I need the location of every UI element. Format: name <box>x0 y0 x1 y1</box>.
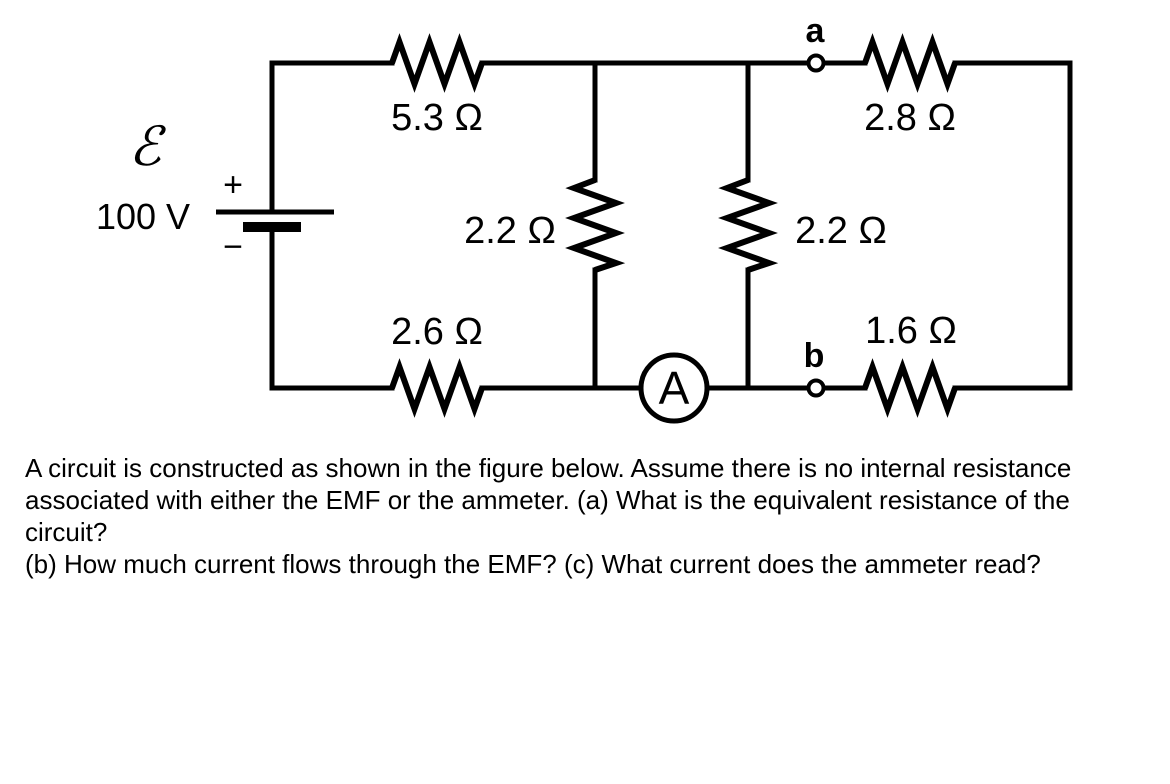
resistor-symbols <box>389 33 958 418</box>
node-b-terminal <box>806 378 826 398</box>
circuit-diagram: A ℰ 100 V + − 5.3 Ω 2.8 Ω 2.2 Ω 2.2 Ω 2.… <box>96 12 1073 424</box>
problem-line-1: A circuit is constructed as shown in the… <box>25 453 1072 483</box>
ammeter-letter: A <box>659 362 690 414</box>
circuit-svg: A ℰ 100 V + − 5.3 Ω 2.8 Ω 2.2 Ω 2.2 Ω 2.… <box>96 12 1073 424</box>
battery-symbol <box>216 209 334 232</box>
resistor-mid-right-symbol <box>718 177 779 273</box>
resistor-mid-left-label: 2.2 Ω <box>464 210 556 252</box>
resistor-bottom-left-label: 2.6 Ω <box>391 311 483 353</box>
problem-statement: A circuit is constructed as shown in the… <box>25 452 1165 580</box>
node-a-label: a <box>806 12 826 50</box>
resistor-mid-right-label: 2.2 Ω <box>795 210 887 252</box>
problem-line-2: associated with either the EMF or the am… <box>25 485 1070 515</box>
resistor-bottom-right-label: 1.6 Ω <box>865 310 957 352</box>
resistor-mid-left-symbol <box>565 177 626 273</box>
ammeter: A <box>638 352 710 424</box>
resistor-top-left-label: 5.3 Ω <box>391 97 483 139</box>
problem-line-3: circuit? <box>25 517 108 547</box>
node-b-label: b <box>804 337 825 375</box>
resistor-top-right-symbol <box>862 33 958 93</box>
resistor-top-right-label: 2.8 Ω <box>864 97 956 139</box>
node-a-terminal <box>806 53 826 73</box>
emf-value-label: 100 V <box>96 196 190 237</box>
battery-minus-label: − <box>223 228 243 266</box>
resistor-bottom-right-symbol <box>862 358 958 418</box>
resistor-top-left-symbol <box>389 33 485 93</box>
problem-line-4: (b) How much current flows through the E… <box>25 549 1041 579</box>
ammeter-circle <box>638 352 710 424</box>
emf-script-symbol: ℰ <box>129 115 167 178</box>
wires <box>269 60 1073 391</box>
resistor-bottom-left-symbol <box>389 358 485 418</box>
battery-plus-label: + <box>223 166 243 204</box>
